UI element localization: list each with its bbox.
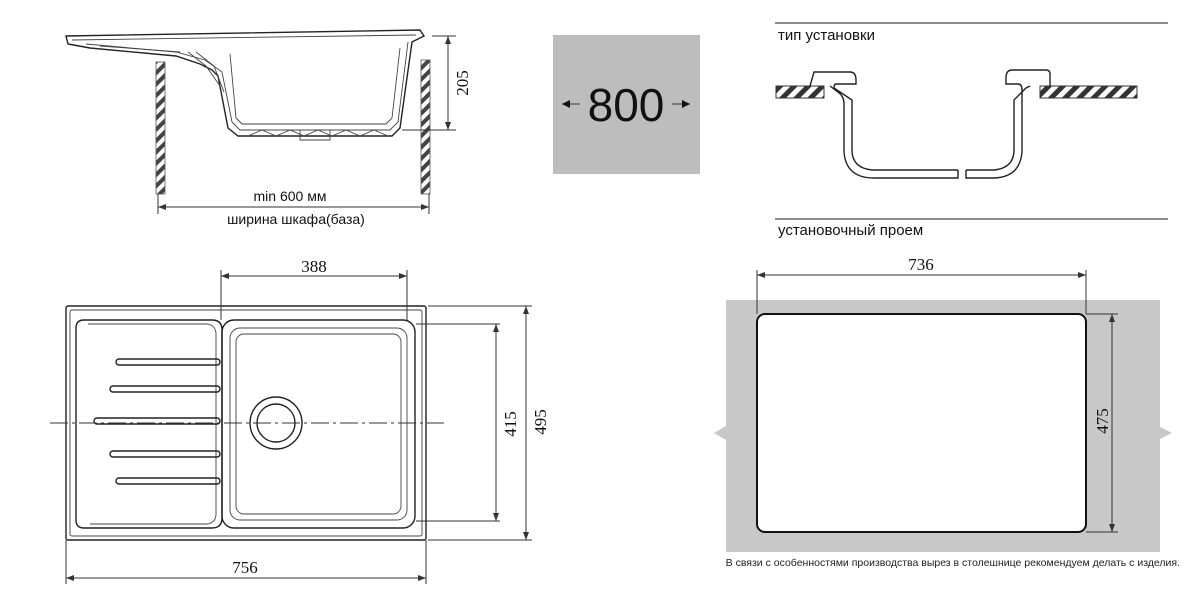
drainer-groove: [115, 477, 221, 485]
cutout-title: установочный проем: [778, 222, 923, 239]
top-view: 388 415 495 756: [50, 257, 550, 584]
install-type-title: тип установки: [778, 27, 875, 44]
bowl-width-label: 388: [301, 257, 327, 276]
drainer-groove: [93, 417, 221, 425]
cabinet-width-label: ширина шкафа(база): [227, 211, 365, 227]
countertop-right: [1039, 85, 1138, 99]
inner-height-dimension: [416, 323, 500, 522]
sink-section-right-inner: [966, 85, 1031, 171]
cutout-opening: [756, 313, 1087, 533]
drainer-groove: [109, 385, 221, 393]
bowl-inner: [229, 327, 408, 521]
drainer-grooves: [93, 358, 221, 485]
drain-outer: [249, 396, 303, 450]
drainer-groove: [109, 450, 221, 458]
bowl-width-dimension: [220, 270, 408, 320]
footer-note: В связи с особенностями производства выр…: [725, 557, 1180, 569]
min-width-label: min 600 мм: [254, 188, 327, 204]
sink-section-left-inner: [829, 85, 959, 179]
sink-section-left: [809, 71, 958, 171]
outer-height-label: 495: [531, 409, 550, 435]
countertop-left: [775, 85, 825, 99]
drainer-groove: [115, 358, 221, 366]
badge-value: 800: [588, 79, 665, 131]
cutout-width-dimension: [756, 270, 1087, 314]
cutout-height-dimension: [1086, 313, 1118, 533]
cabinet-size-badge: 800: [553, 35, 700, 174]
outer-width-label: 756: [232, 558, 258, 577]
cabinet-wall-left: [155, 61, 166, 195]
drainer-board: [75, 319, 223, 529]
cutout-width-label: 736: [908, 255, 934, 274]
install-type-section: тип установки: [775, 22, 1168, 220]
bowl-rim: [221, 319, 416, 529]
sink-section-right: [965, 69, 1051, 179]
cutout-height-label: 475: [1093, 408, 1112, 434]
inner-height-label: 415: [501, 411, 520, 437]
outer-width-dimension: [65, 540, 427, 584]
cabinet-width-dimension: [157, 194, 430, 214]
bowl-bottom: [235, 333, 402, 515]
sink-side-profile: [65, 29, 426, 141]
cabinet-wall-right: [420, 59, 431, 195]
height-dimension: [402, 35, 456, 131]
outer-height-dimension: [428, 305, 532, 541]
side-height-label: 205: [453, 70, 472, 96]
cutout-section: установочный проем 736 475: [714, 222, 1172, 552]
side-view: 205 min 600 мм ширина шкафа(база): [65, 29, 472, 227]
